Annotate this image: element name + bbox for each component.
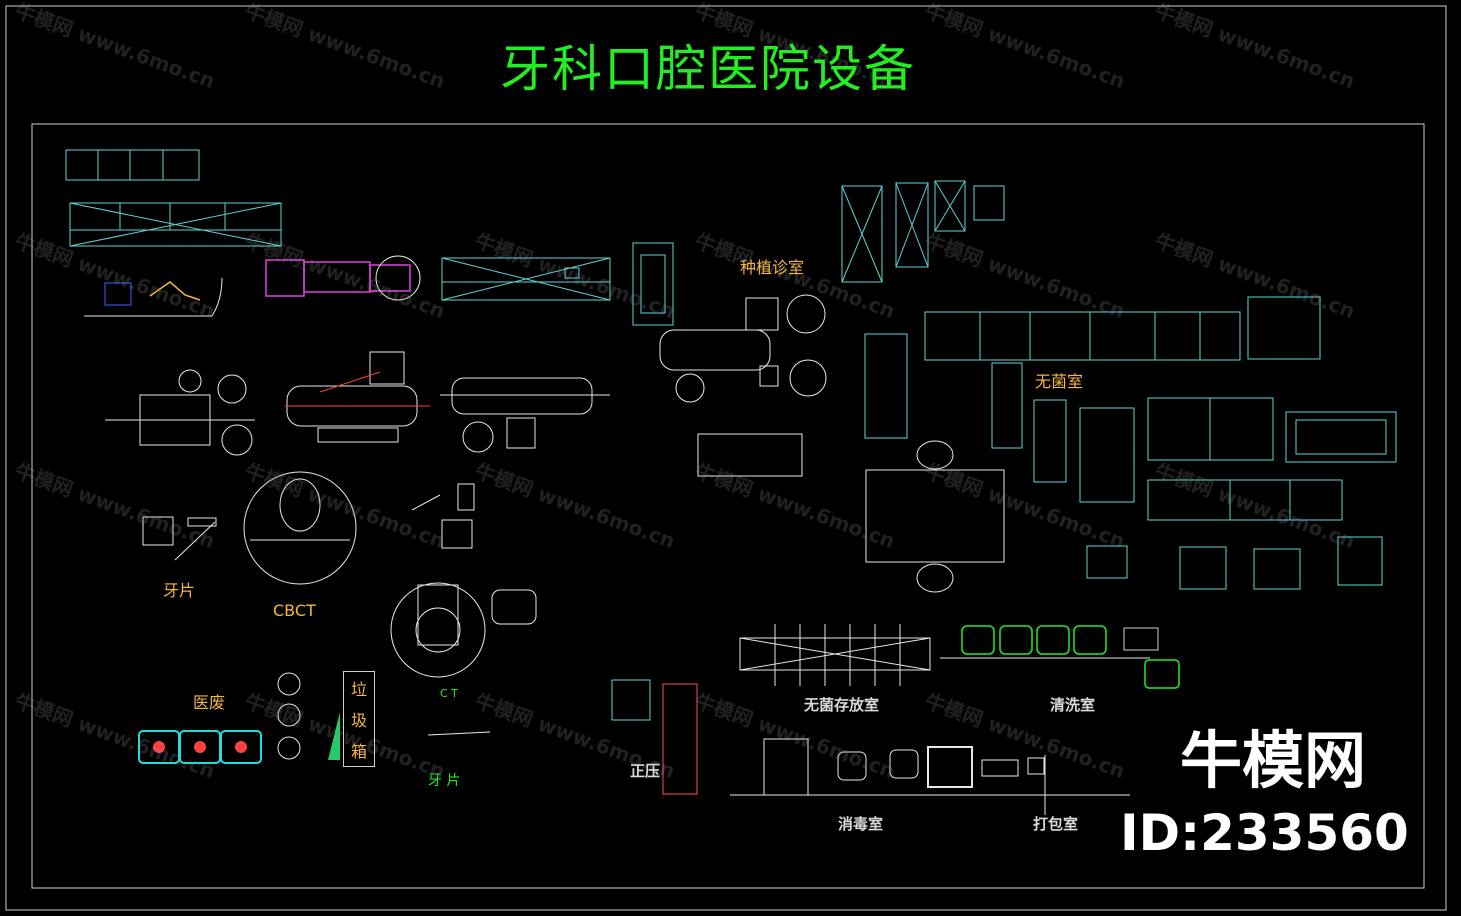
label-medical-waste: 医废 xyxy=(193,693,226,712)
trash-box: 垃 圾 箱 xyxy=(343,671,375,767)
brand-logo-text: 牛模网 xyxy=(1180,724,1367,797)
sterilizer-3 xyxy=(1285,411,1397,463)
label-positive-pressure: 正压 xyxy=(630,762,661,780)
asset-id: ID:233560 xyxy=(1120,804,1409,862)
waste-bins-round xyxy=(277,672,301,760)
packing-table xyxy=(865,469,1005,563)
medical-waste-boxes xyxy=(138,730,262,764)
trash-char-2: 圾 xyxy=(350,710,367,730)
cbct-machine xyxy=(243,471,357,585)
label-cbct: CBCT xyxy=(273,601,316,620)
cabinet-vertical xyxy=(864,333,908,439)
label-implant-room: 种植诊室 xyxy=(740,258,805,277)
disinfection-cabinet xyxy=(763,738,809,796)
cabinet-angled xyxy=(1337,536,1383,586)
cabinet-row-middle xyxy=(441,257,611,301)
sink-unit xyxy=(632,242,674,326)
dental-chair-1 xyxy=(105,369,255,456)
label-dental-film: 牙片 xyxy=(163,581,196,600)
trash-char-1: 垃 xyxy=(350,679,367,699)
dental-chair-4 xyxy=(659,294,827,403)
washer-disinfector xyxy=(927,746,973,788)
sterile-storage-rack xyxy=(739,624,931,686)
label-dental-film-2: 牙 片 xyxy=(428,773,461,789)
label-packing-room: 打包室 xyxy=(1033,815,1079,833)
film-unit xyxy=(142,516,217,561)
washer-1 xyxy=(1179,546,1227,590)
outer-frame xyxy=(5,5,1447,911)
cabinet-row-top xyxy=(65,149,200,181)
orange-unit xyxy=(149,281,201,301)
tall-cabinets xyxy=(841,180,1005,283)
label-sterile-storage: 无菌存放室 xyxy=(804,696,880,714)
dental-chair-3 xyxy=(440,377,610,453)
small-sink xyxy=(1086,545,1128,579)
sealer-bench xyxy=(1147,479,1343,521)
drawing-title: 牙科口腔医院设备 xyxy=(500,40,916,98)
ct-machine xyxy=(390,582,537,678)
washer-2 xyxy=(1253,548,1301,590)
label-cleaning-room: 清洗室 xyxy=(1050,696,1096,714)
label-disinfection-room: 消毒室 xyxy=(838,815,884,833)
inner-frame xyxy=(31,123,1425,889)
label-sterile-room: 无菌室 xyxy=(1035,372,1084,391)
sterile-bench xyxy=(924,296,1321,361)
trash-char-3: 箱 xyxy=(350,742,367,762)
dental-chair-2 xyxy=(285,351,430,443)
film-unit-2 xyxy=(411,483,491,736)
cabinet-row-long xyxy=(69,202,282,247)
label-ct: C T xyxy=(440,687,458,700)
magenta-unit xyxy=(265,259,411,297)
cleaning-sinks xyxy=(961,625,1180,689)
sterilizer-1 xyxy=(1079,407,1135,503)
